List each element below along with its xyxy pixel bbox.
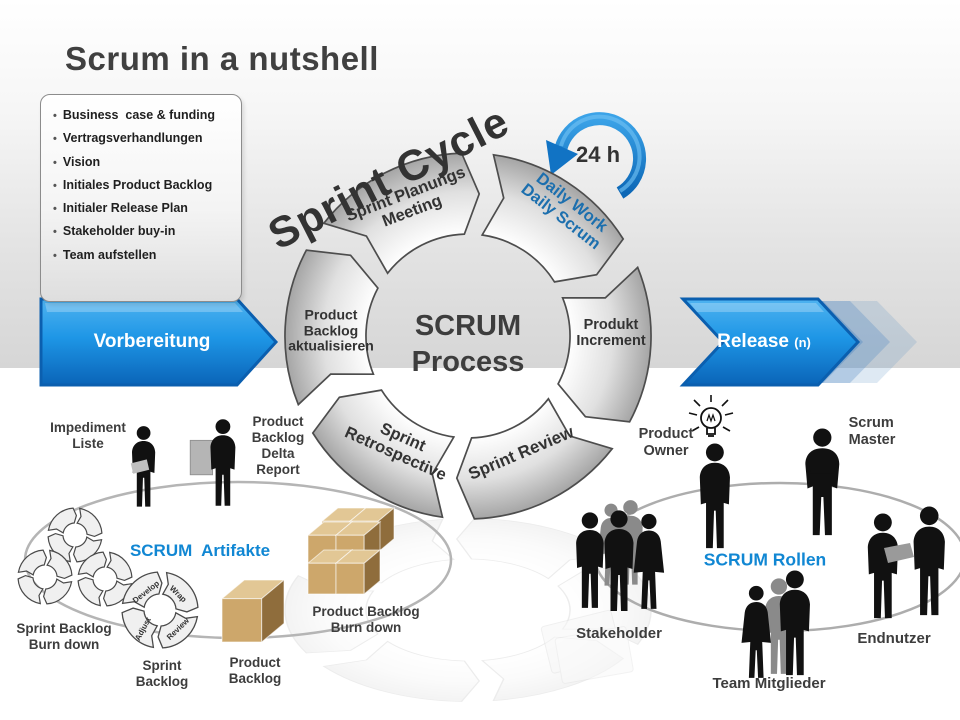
product-burndown-label: Product Backlog Burn down (312, 604, 420, 635)
scrum-process-center-label: SCRUM Process (411, 309, 525, 378)
segment-label-backlog-update: Product Backlog aktualisieren (288, 306, 374, 354)
page-outline-decor (540, 609, 634, 684)
mini-ring-segment (76, 507, 103, 538)
delta-report-label: Product Backlog Delta Report (251, 414, 305, 477)
bullet-icon: • (53, 133, 57, 146)
mini-ring-segment (17, 574, 44, 605)
scrum-master-silhouette (805, 428, 840, 536)
cycle-segment-review (455, 397, 614, 520)
mini-ring-segment (161, 571, 199, 613)
cycle-segment-daily (480, 153, 625, 283)
mini-ring-segment (121, 571, 163, 609)
mini-cycle-icon (47, 507, 103, 563)
cube-icon (334, 548, 382, 596)
product-backlog-label: Product Backlog (228, 655, 282, 686)
sprint-burndown-label: Sprint Backlog Burn down (16, 621, 112, 652)
sprint-backlog-label: Sprint Backlog (135, 658, 189, 689)
mini-ring-segment (17, 549, 48, 576)
artifacts-heading: SCRUM Artifakte (129, 540, 271, 560)
product-owner-silhouette (699, 443, 730, 549)
page-title: Scrum in a nutshell (65, 40, 379, 77)
release-arrow-label: Release (n) (717, 331, 811, 352)
bullet-icon: • (53, 226, 57, 239)
stakeholder-label: Stakeholder (576, 625, 662, 643)
bullet-icon: • (53, 179, 57, 192)
release-arrow (679, 297, 861, 387)
list-item: •Team aufstellen (53, 247, 157, 262)
mini-ring-segment (77, 576, 104, 607)
bullet-icon: • (53, 249, 57, 262)
bullet-icon: • (53, 203, 57, 215)
roles-heading: SCRUM Rollen (703, 549, 827, 570)
cube-icon (220, 578, 286, 644)
list-item: •Business case & funding (53, 108, 215, 122)
segment-label-increment: Produkt Increment (576, 316, 646, 349)
team-group-silhouette (741, 570, 810, 678)
person-with-board-silhouette (189, 419, 236, 506)
lightbulb-icon (688, 395, 734, 437)
product-owner-label: Product Owner (638, 425, 694, 459)
reflection-segment (322, 640, 481, 702)
list-item: •Vision (53, 154, 101, 169)
reflection-segment (455, 518, 614, 580)
mini-ring-segment (157, 611, 199, 649)
list-item: •Initialer Release Plan (53, 201, 188, 215)
duration-label: 24 h (575, 142, 621, 167)
preparation-box: •Business case & funding •Vertragsverhan… (40, 94, 242, 302)
person-reading-silhouette (130, 426, 156, 507)
product-backlog-cube (220, 578, 286, 644)
release-suffix: (n) (794, 335, 811, 350)
laptop-icon (884, 543, 914, 563)
mini-ring-segment (42, 578, 73, 605)
bullet-icon: • (53, 110, 57, 122)
mini-ring-segment (106, 551, 133, 582)
mini-ring-segment (47, 507, 78, 534)
vorbereitung-arrow-label: Vorbereitung (93, 331, 211, 352)
cycle-segment-backlog-update (284, 249, 379, 407)
24h-loop-arrow-icon (546, 112, 647, 199)
cycle-segment-retrospective (311, 389, 456, 519)
cycle-segment-planning (322, 152, 481, 275)
list-item: •Vertragsverhandlungen (53, 131, 203, 146)
mini-ring-segment (72, 536, 103, 563)
vorbereitung-arrow (39, 297, 279, 387)
team-label: Team Mitglieder (712, 675, 826, 693)
endnutzer-label: Endnutzer (857, 630, 931, 648)
mini-cycle-icon (17, 549, 73, 605)
scrum-master-label: Scrum Master (848, 414, 896, 448)
list-item: •Stakeholder buy-in (53, 224, 176, 239)
bullet-icon: • (53, 156, 57, 169)
mini-ring-segment (77, 551, 108, 578)
product-burndown-cubes (306, 506, 396, 596)
preparation-list: •Business case & funding •Vertragsverhan… (51, 108, 233, 262)
impediment-liste-label: Impediment Liste (50, 420, 126, 451)
sprint-backlog-cycle-icon (121, 571, 199, 649)
list-item: •Initiales Product Backlog (53, 177, 213, 192)
mini-ring-segment (46, 549, 73, 580)
mini-ring-segment (121, 607, 159, 649)
cycle-segment-increment (557, 265, 652, 423)
endnutzer-group-silhouette (867, 506, 945, 619)
